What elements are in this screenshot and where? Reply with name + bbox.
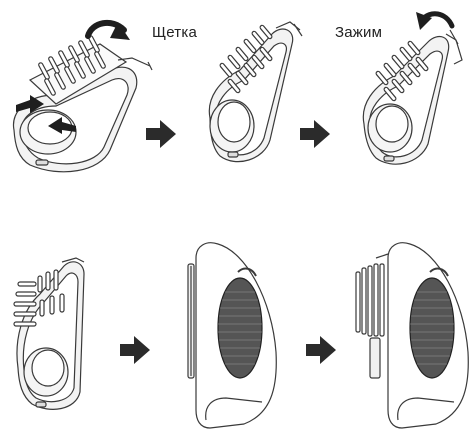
arrow-right-icon <box>146 120 176 148</box>
device-with-brush <box>356 243 468 428</box>
arrow-right-icon <box>120 336 150 364</box>
attachment-side <box>14 258 84 409</box>
rotate-arrow-icon <box>416 12 452 30</box>
clamp-open <box>363 30 462 164</box>
arrow-right-icon <box>300 120 330 148</box>
rotate-arrow-icon <box>88 22 130 40</box>
arrow-right-icon <box>306 336 336 364</box>
brush-closed <box>209 22 302 162</box>
device-slot <box>188 243 276 428</box>
